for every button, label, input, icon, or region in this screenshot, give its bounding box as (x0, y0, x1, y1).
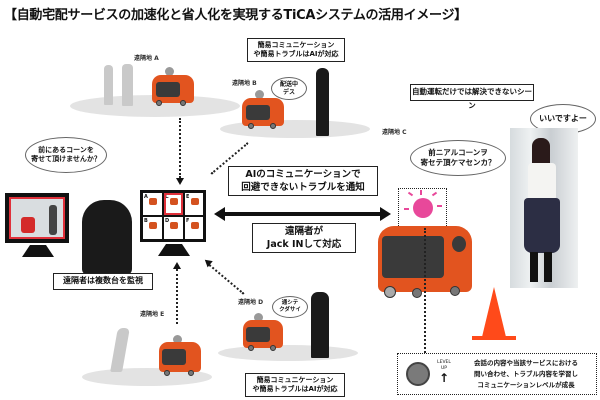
person-a2 (122, 64, 133, 106)
operator-silhouette (82, 200, 132, 275)
ai-simple-box-top: 簡易コミュニケーション や簡易トラブルはAIが対応 (247, 38, 345, 62)
ai-simple-box-bottom: 簡易コミュニケーション や簡易トラブルはAIが対応 (245, 373, 345, 397)
monitor-cell[interactable]: B (143, 217, 162, 239)
monitor-cell[interactable]: A (143, 193, 162, 215)
box-line: AIのコミュニケーションで (245, 169, 361, 180)
level-up-text: 会話の内容や当該サービスにおける 問い合わせ、トラブル内容を学習し コミュニケー… (458, 358, 594, 391)
camera-monitor (5, 193, 69, 243)
monitor-cell-selected[interactable]: C (164, 193, 183, 215)
person-b (316, 68, 329, 136)
monitor-cell[interactable]: E (185, 193, 203, 215)
level-up-tag: LEVEL UP ↑ (434, 360, 454, 384)
location-label-b: 遠隔地 B (232, 80, 257, 87)
jack-in-box: 遠隔者が Jack INして対応 (252, 223, 356, 253)
speech-bubble-operator: 前にあるコーンを 寄せて頂けませんか？ (25, 137, 107, 173)
arrow-up-icon: ↑ (438, 371, 450, 385)
text-line: 会話の内容や当該サービスにおける (474, 359, 578, 367)
speech-bubble-b: 配送中 デス (271, 77, 307, 100)
level-up-box: LEVEL UP ↑ 会話の内容や当該サービスにおける 問い合わせ、トラブル内容… (397, 353, 597, 395)
bubble-line: 前ニアルコーンヲ (428, 148, 488, 158)
location-label-e: 遠隔地 E (140, 311, 165, 318)
person-a1 (104, 65, 113, 105)
pedestrian-photo (510, 128, 578, 288)
text-line: コミュニケーションレベルが成長 (477, 381, 575, 389)
box-line: 簡易コミュニケーション (256, 376, 334, 384)
bubble-line: 通シテ (281, 299, 299, 306)
bubble-line: 寄セテ頂ケマセンカ？ (420, 158, 496, 167)
cell-label: B (144, 218, 148, 224)
box-line: Jack INして対応 (266, 238, 342, 250)
cell-label: E (186, 194, 190, 200)
cell-label: A (144, 194, 148, 200)
connector-e (176, 269, 178, 324)
tag-line: UP (440, 366, 447, 371)
box-line: 回避できないトラブルを通知 (241, 181, 365, 193)
connector-c (424, 228, 426, 356)
bubble-line: デス (282, 88, 295, 96)
bubble-line: 寄せて頂けませんか？ (31, 155, 101, 163)
bubble-line: 配送中 (279, 80, 298, 88)
person-d (311, 292, 329, 358)
person-e (110, 328, 130, 372)
arrow-up-e (173, 262, 181, 269)
arrow-down-a (176, 178, 184, 185)
box-line: や簡易トラブルはAIが対応 (253, 50, 339, 59)
diagram-title: 【自動宅配サービスの加速化と省人化を実現するTiCAシステムの活用イメージ】 (4, 8, 467, 23)
monitor-stand-left (22, 245, 54, 257)
multi-monitor: A C E B D F (140, 190, 206, 242)
bubble-line: 前にあるコーンを (38, 145, 94, 154)
box-line: 遠隔者が (284, 226, 323, 237)
bubble-line: クダサイ (279, 307, 301, 313)
connector-d (206, 262, 245, 295)
location-label-c: 遠隔地 C (382, 129, 407, 136)
floor-d (218, 345, 358, 361)
robot-head-icon (406, 362, 430, 386)
monitor-cell[interactable]: F (185, 217, 203, 239)
cell-label: D (165, 218, 170, 224)
box-line: 簡易コミュニケーション (257, 41, 335, 49)
location-label-d: 遠隔地 D (238, 299, 264, 306)
connector-a (179, 118, 181, 178)
cell-label: F (186, 218, 190, 224)
notify-box: AIのコミュニケーションで 回避できないトラブルを通知 (228, 166, 378, 196)
speech-bubble-d: 通シテ クダサイ (272, 296, 308, 318)
box-line: や簡易トラブルはAIが対応 (252, 385, 338, 394)
cell-label: C (165, 194, 169, 200)
monitor-cell[interactable]: D (164, 217, 183, 239)
monitor-multi-box: 遠隔者は複数台を監視 (53, 273, 153, 290)
tag-line: LEVEL (437, 360, 451, 365)
monitor-stand-center (158, 244, 190, 256)
floor-e (82, 368, 212, 386)
robot-head-alert-icon (413, 198, 433, 218)
camera-feed (9, 197, 65, 239)
location-label-a: 遠隔地 A (134, 55, 159, 62)
text-line: 問い合わせ、トラブル内容を学習し (474, 370, 578, 378)
autonomous-limit-box: 自動運転だけでは解決できないシーン (410, 84, 534, 110)
speech-bubble-robot-c: 前ニアルコーンヲ 寄セテ頂ケマセンカ？ (410, 140, 506, 176)
